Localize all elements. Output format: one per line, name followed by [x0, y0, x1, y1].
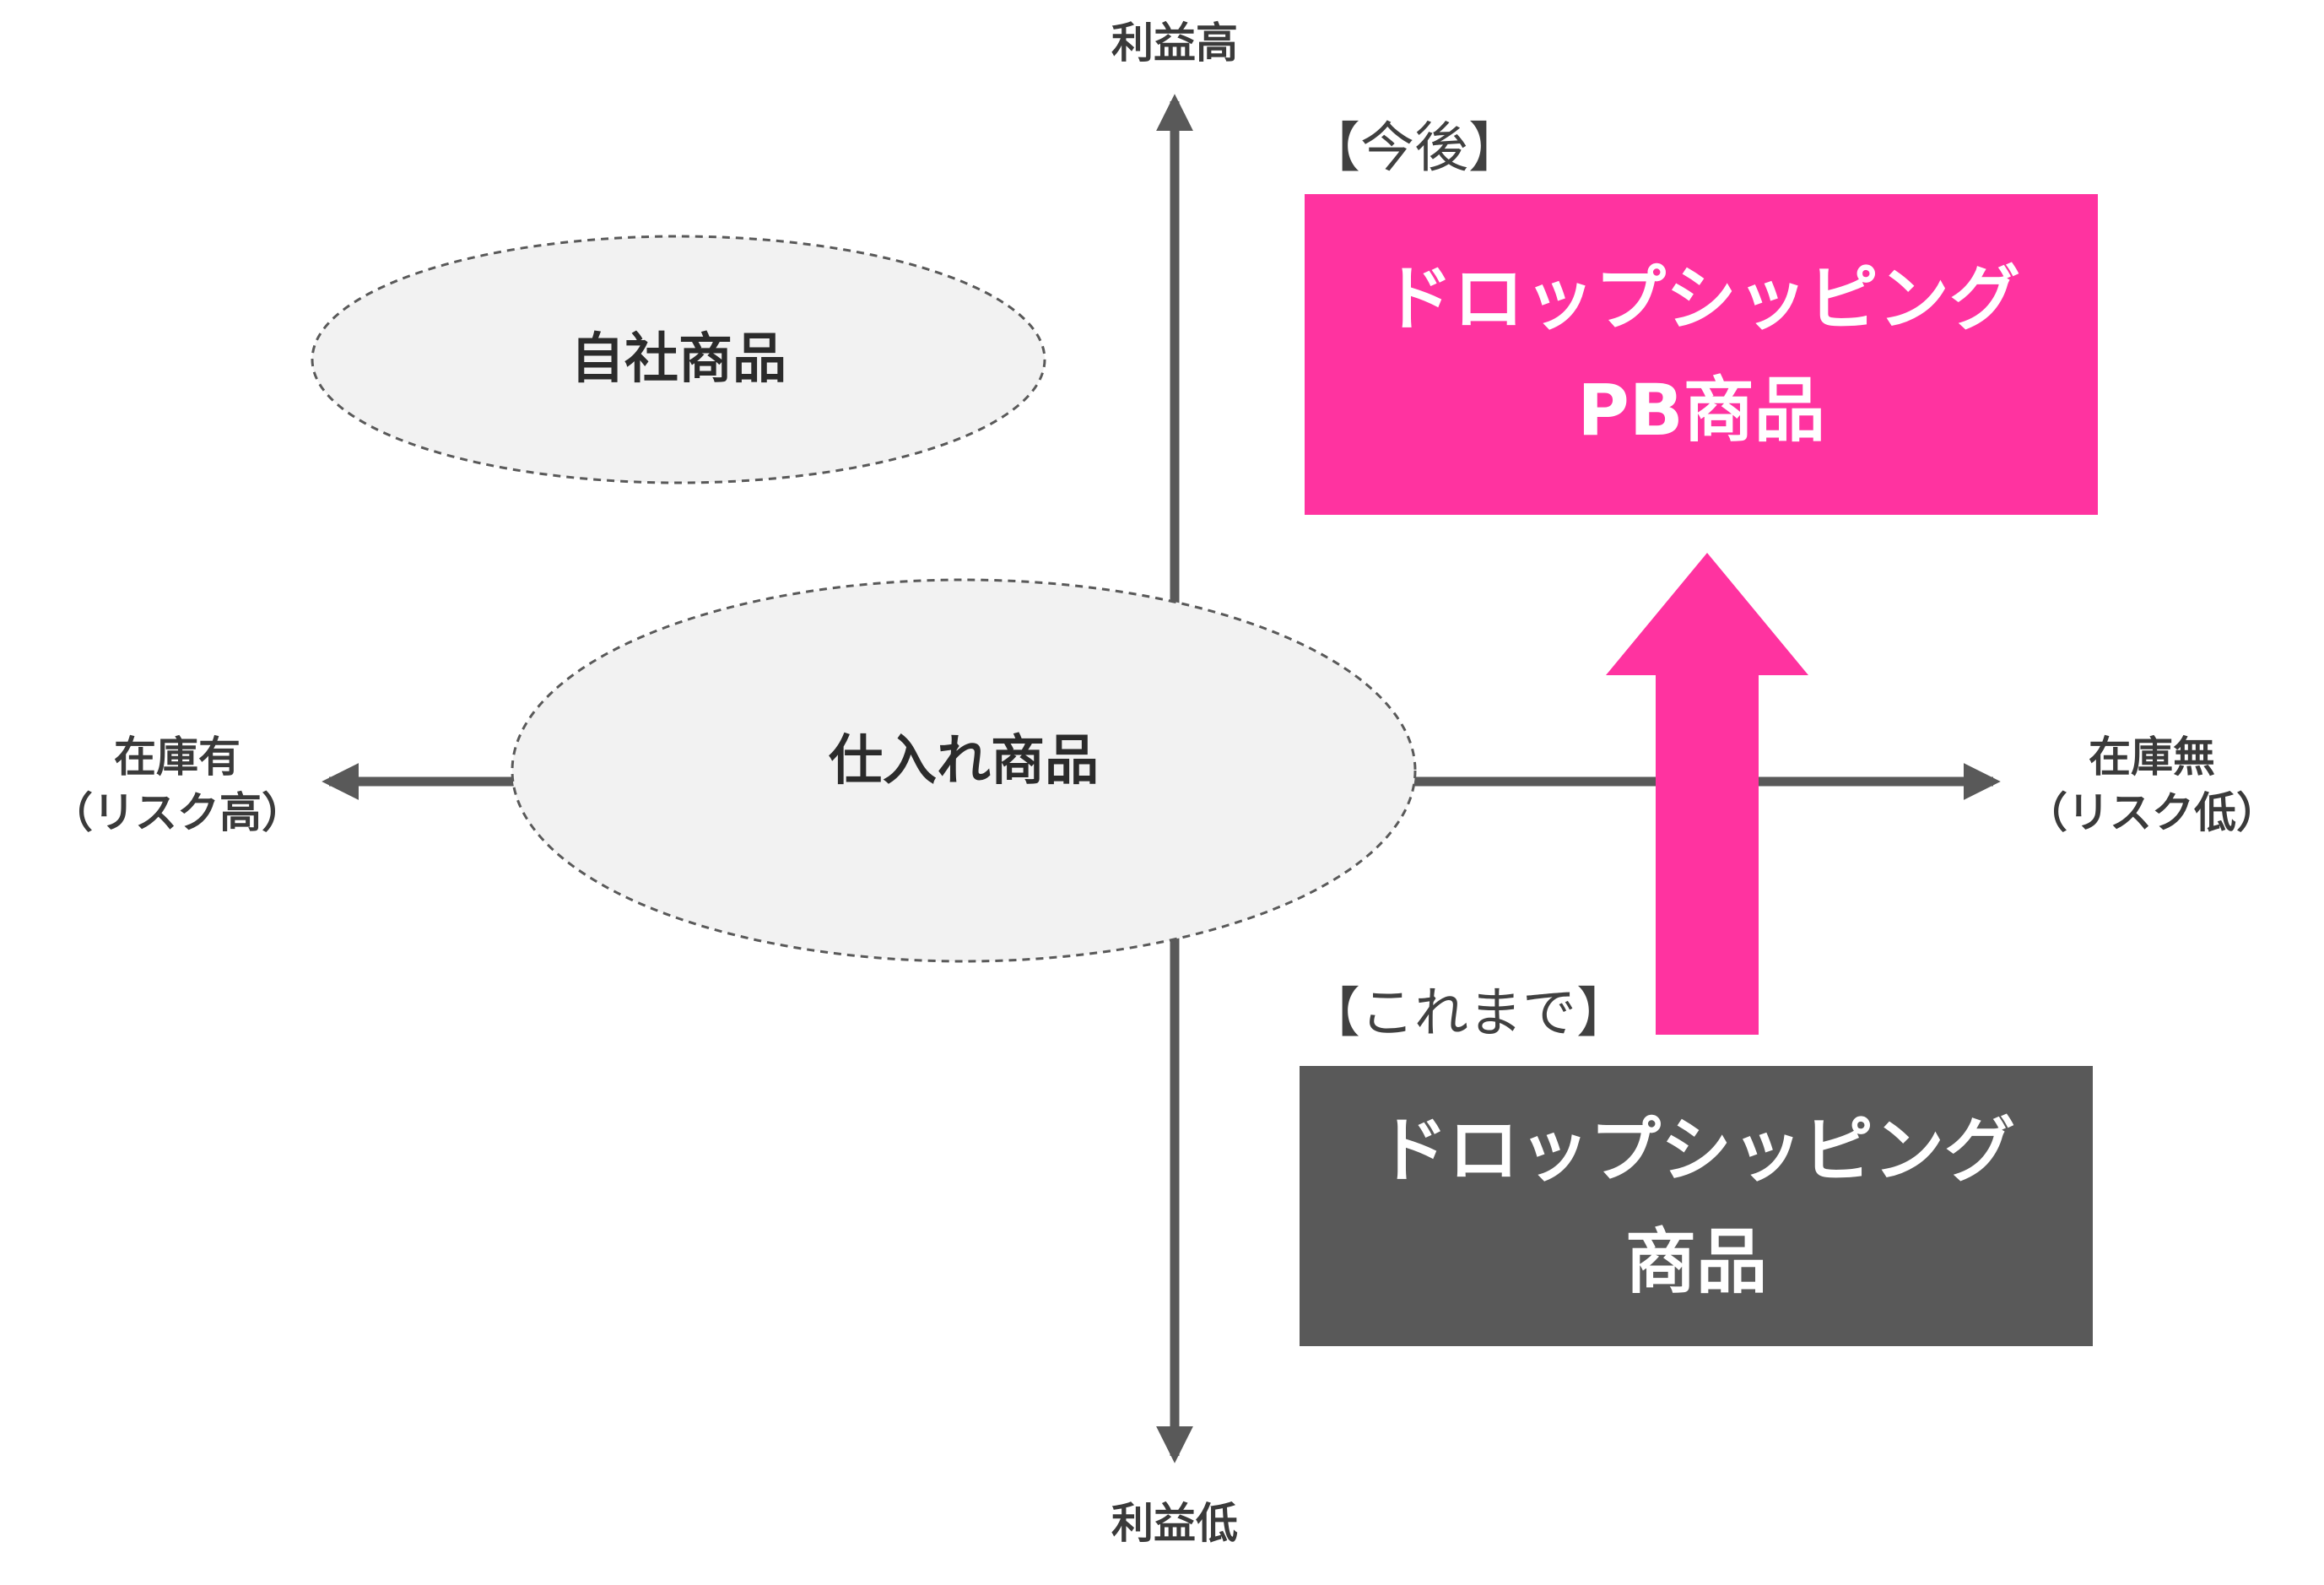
purchased-products-ellipse [511, 578, 1417, 963]
axis-label-top-text: 利益高 [1111, 19, 1238, 68]
past-box: ドロップシッピング 商品 [1300, 1066, 2093, 1346]
past-box-line1: ドロップシッピング [1376, 1109, 2015, 1192]
axis-label-left-line2: （リスク高） [51, 788, 304, 837]
axis-label-left: 在庫有 （リスク高） [34, 729, 321, 841]
axis-label-right-line1: 在庫無 [2089, 733, 2215, 782]
future-box: ドロップシッピング PB商品 [1305, 194, 2098, 515]
past-note: 【これまで】 [1306, 982, 1630, 1045]
future-box-line1: ドロップシッピング [1381, 257, 2020, 340]
axis-label-bottom: 利益低 [1090, 1496, 1259, 1551]
own-products-ellipse [311, 235, 1046, 484]
own-products-label: 自社商品 [570, 328, 786, 391]
future-box-line2: PB商品 [1577, 369, 1825, 452]
past-box-line2: 商品 [1624, 1220, 1767, 1303]
upgrade-arrow [1606, 553, 1808, 1035]
axis-label-bottom-text: 利益低 [1111, 1499, 1238, 1548]
axis-label-top: 利益高 [1090, 15, 1259, 71]
axis-label-left-line1: 在庫有 [114, 733, 241, 782]
axis-label-right: 在庫無 （リスク低） [2004, 729, 2300, 841]
future-note: 【今後】 [1306, 117, 1522, 180]
purchased-products-label: 仕入れ商品 [829, 730, 1099, 792]
axis-label-right-line2: （リスク低） [2025, 788, 2278, 837]
